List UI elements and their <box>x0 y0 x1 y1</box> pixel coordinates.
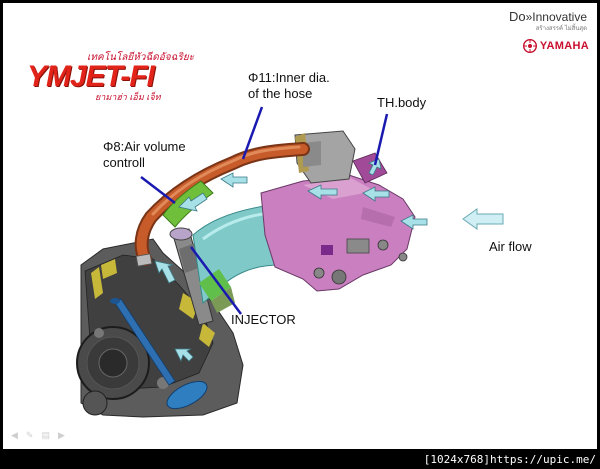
throttle-body-label: TH.body <box>377 95 427 110</box>
throttle-body <box>260 130 416 292</box>
leader-lines <box>140 106 389 315</box>
slide: Do»Innovative สร้างสรรค์ ไม่สิ้นสุด YAMA… <box>3 3 597 449</box>
do-innovative-tagline: สร้างสรรค์ ไม่สิ้นสุด <box>535 26 587 32</box>
engine-block <box>76 238 244 418</box>
flow-arrows <box>154 158 428 363</box>
air-flow-arrow-icon <box>462 208 504 230</box>
image-watermark: [1024x768]https://upic.me/ <box>422 453 597 466</box>
air-flow-label: Air flow <box>489 239 532 254</box>
isc-hose <box>134 142 310 267</box>
next-icon[interactable]: ▶ <box>57 430 65 440</box>
do-innovative-logo: Do»Innovative <box>508 9 587 24</box>
ymjet-fi-logo: เทคโนโลยีหัวฉีดอัจฉริยะ YMJET-FI ยามาฮ่า… <box>27 52 195 102</box>
engine-illustration <box>76 106 504 418</box>
previous-icon[interactable]: ◀ <box>11 430 18 440</box>
slideshow-controls[interactable]: ◀ ✎ ▤ ▶ <box>11 430 65 441</box>
intake-valve <box>110 298 208 410</box>
pen-icon[interactable]: ✎ <box>25 430 34 440</box>
hose-diameter-label: Φ11:Inner dia. of the hose <box>248 70 330 101</box>
yamaha-emblem-icon <box>522 39 537 53</box>
injector-label: INJECTOR <box>231 312 296 327</box>
menu-icon[interactable]: ▤ <box>41 430 50 440</box>
air-volume-label: Φ8:Air volume controll <box>103 139 186 170</box>
yamaha-logo: YAMAHA <box>522 39 589 53</box>
